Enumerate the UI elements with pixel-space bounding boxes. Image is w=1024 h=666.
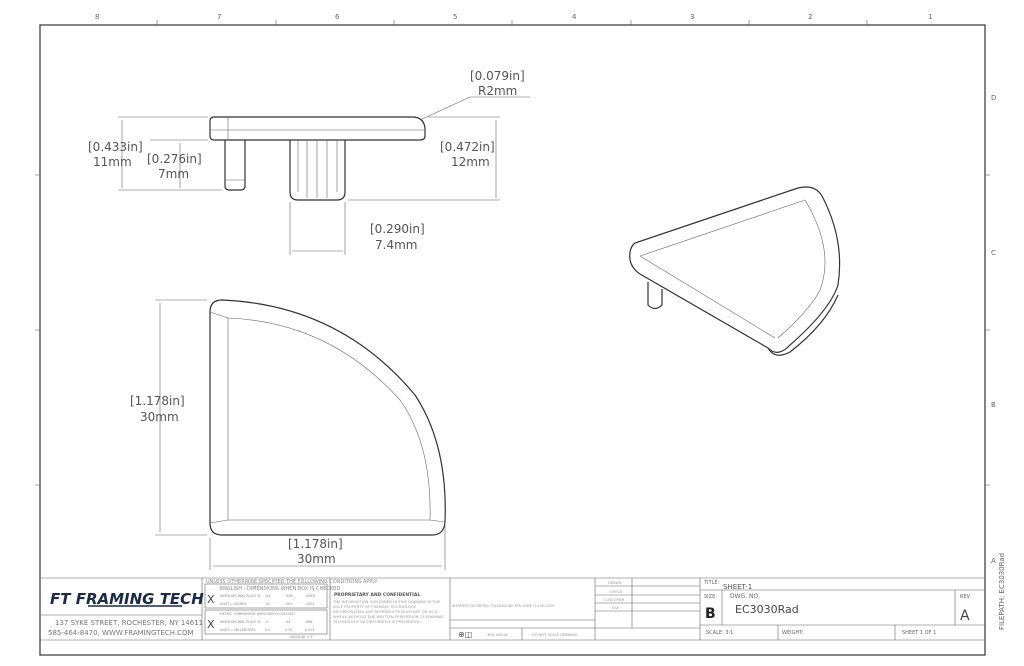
dim-front-width-mm: 30mm [297, 552, 336, 566]
proprietary-text: THE INFORMATION CONTAINED IN THIS DRAWIN… [333, 599, 444, 624]
dim-front-width-in: [1.178in] [288, 537, 343, 551]
zone-col-8: 8 [95, 13, 99, 21]
svg-text:0.13: 0.13 [285, 628, 292, 632]
id-label: ID# [612, 606, 619, 610]
projection-label: 3RD ANGLE [487, 633, 509, 637]
metric-check: X [207, 618, 215, 631]
svg-text:.XXXX: .XXXX [305, 594, 316, 598]
top-view: [0.433in] 11mm [0.276in] 7mm [0.472in] 1… [88, 69, 530, 255]
title-block: FT FRAMING TECH 137 SYKE STREET, ROCHEST… [40, 577, 985, 641]
dim-right-height-mm: 12mm [451, 155, 490, 169]
dim-pin-height-in: [0.276in] [147, 152, 202, 166]
svg-text:.005: .005 [285, 602, 292, 606]
zone-col-5: 5 [453, 13, 457, 21]
svg-text:0.1: 0.1 [265, 628, 270, 632]
svg-text:.XXX: .XXX [305, 620, 313, 624]
dim-pin-height-mm: 7mm [158, 167, 189, 181]
logo-text: FT FRAMING TECH [50, 590, 204, 608]
dim-overall-height-mm: 11mm [93, 155, 132, 169]
zone-col-7: 7 [217, 13, 221, 21]
sheet-size: B [705, 606, 716, 622]
zone-col-1: 1 [928, 13, 932, 21]
customer-label: CUSTOMER [604, 598, 625, 602]
svg-text:METRIC - DIMENSIONS WHEN BOX I: METRIC - DIMENSIONS WHEN BOX IS CHECKED [220, 612, 295, 616]
dim-radius-in: [0.079in] [470, 69, 525, 83]
zone-row-b: B [991, 401, 996, 409]
drawn-label: DRAWN [608, 581, 622, 585]
company-contact: 585-464-8470, WWW.FRAMINGTECH.COM [48, 629, 194, 637]
zone-labels: 8 7 6 5 4 3 2 1 D C B A FILEPATH: EC3030… [95, 13, 1006, 630]
tolerance-header: UNLESS OTHERWISE SPECIFIED THE FOLLOWING… [206, 579, 378, 585]
dim-radius-mm: R2mm [478, 84, 517, 98]
dim-front-height-mm: 30mm [140, 410, 179, 424]
rev-label: REV [960, 594, 971, 600]
svg-text:.XXX: .XXX [285, 594, 293, 598]
zone-row-c: C [991, 249, 996, 257]
isometric-view [629, 186, 841, 356]
svg-text:WHEN DECIMAL PLACE IS: WHEN DECIMAL PLACE IS [220, 620, 260, 624]
english-check: X [207, 593, 215, 606]
front-view: [1.178in] 30mm [1.178in] 30mm [130, 299, 446, 570]
svg-text:UNITS = MILLIMETERS: UNITS = MILLIMETERS [220, 628, 255, 632]
svg-text:0.013: 0.013 [305, 628, 314, 632]
svg-text:.XX: .XX [265, 594, 271, 598]
title-label: TITLE: [703, 580, 720, 586]
dim-overall-height-in: [0.433in] [88, 140, 143, 154]
zone-col-2: 2 [808, 13, 812, 21]
drawing-border [39, 24, 986, 656]
zone-row-d: D [991, 94, 996, 102]
english-label: ENGLISH - DIMENSIONS WHEN BOX IS CHECKED [220, 586, 340, 592]
do-not-scale: DO NOT SCALE DRAWING [532, 633, 578, 637]
zone-row-a: A [991, 557, 996, 565]
svg-text:ANGULAR ±.5°: ANGULAR ±.5° [290, 635, 314, 639]
svg-text:.XX: .XX [285, 620, 291, 624]
dwg-no-label: DWG. NO. [730, 593, 760, 600]
dim-right-height-in: [0.472in] [440, 140, 495, 154]
svg-text:.01: .01 [265, 602, 270, 606]
svg-text:.X: .X [265, 620, 269, 624]
scale: SCALE: 3:1 [706, 630, 733, 636]
revision: A [960, 608, 970, 624]
svg-text:.0005: .0005 [305, 602, 314, 606]
drawing-title: SHEET-1 [723, 583, 752, 591]
zone-col-6: 6 [335, 13, 340, 21]
dim-front-height-in: [1.178in] [130, 394, 185, 408]
size-label: SIZE [704, 594, 715, 600]
sheet-number: SHEET 1 OF 1 [902, 630, 936, 636]
projection-icon: ⊕◫ [458, 630, 472, 639]
check-label: CHECK [610, 590, 623, 594]
weight: WEIGHT: [782, 630, 804, 636]
company-address: 137 SYKE STREET, ROCHESTER, NY 14611 [55, 619, 203, 627]
dim-fin-width-mm: 7.4mm [375, 238, 417, 252]
svg-text:UNITS = INCHES: UNITS = INCHES [220, 602, 246, 606]
dwg-no: EC3030Rad [735, 603, 799, 616]
company-logo: FT FRAMING TECH [50, 590, 204, 608]
svg-text:WHEN DECIMAL PLACE IS: WHEN DECIMAL PLACE IS [220, 594, 260, 598]
filepath: FILEPATH: EC3030Rad [998, 553, 1006, 630]
zone-col-4: 4 [572, 13, 577, 21]
proprietary-title: PROPRIETARY AND CONFIDENTIAL [334, 592, 420, 598]
zone-col-3: 3 [690, 13, 694, 21]
dim-fin-width-in: [0.290in] [370, 222, 425, 236]
gdt-note: INTERPRET GEOMETRIC TOLERANCING PER: ASM… [452, 604, 554, 608]
